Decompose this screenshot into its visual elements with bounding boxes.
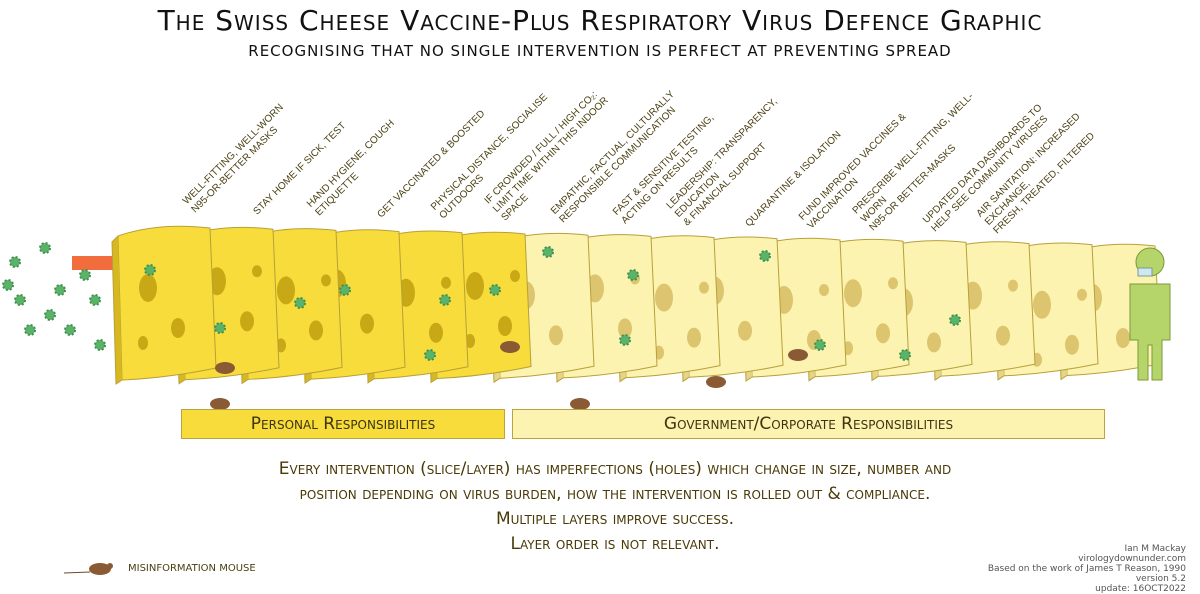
- cheese-hole: [277, 276, 295, 305]
- virus-particle-icon: [339, 284, 351, 296]
- cheese-slice: [117, 225, 217, 381]
- virus-particle-icon: [14, 294, 26, 306]
- cheese-hole: [699, 281, 709, 294]
- cheese-hole: [466, 272, 484, 300]
- misinformation-mouse-icon: [788, 349, 808, 361]
- cheese-hole: [996, 325, 1010, 346]
- cheese-hole: [240, 311, 254, 332]
- legend: Misinformation mouse: [62, 560, 256, 576]
- cheese-hole: [1077, 288, 1087, 301]
- virus-particle-icon: [24, 324, 36, 336]
- virus-particle-icon: [424, 349, 436, 361]
- caption-line: Layer order is not relevant.: [510, 534, 720, 554]
- cheese-hole: [429, 322, 443, 343]
- caption: Every intervention (slice/layer) has imp…: [150, 457, 1080, 557]
- virus-particle-icon: [144, 264, 156, 276]
- virus-particle-icon: [627, 269, 639, 281]
- cheese-hole: [655, 283, 673, 312]
- cheese-hole: [441, 276, 451, 289]
- mask-icon: [1137, 267, 1153, 277]
- cheese-hole: [888, 277, 898, 290]
- cheese-hole: [927, 332, 941, 353]
- credit-source: Based on the work of James T Reason, 199…: [987, 564, 1186, 574]
- cheese-hole: [138, 336, 148, 350]
- cheese-hole: [171, 318, 185, 338]
- cheese-hole: [876, 323, 890, 344]
- credit-website: virologydownunder.com: [1078, 554, 1186, 564]
- mouse-icon: [63, 563, 113, 575]
- cheese-hole: [498, 316, 512, 336]
- cheese-hole: [510, 270, 520, 282]
- cheese-hole: [618, 318, 632, 339]
- cheese-hole: [321, 274, 331, 287]
- virus-particle-icon: [439, 294, 451, 306]
- virus-particle-icon: [814, 339, 826, 351]
- cheese-hole: [1008, 279, 1018, 292]
- cheese-hole: [1065, 334, 1079, 355]
- cheese-hole: [309, 320, 323, 341]
- virus-particle-icon: [44, 309, 56, 321]
- cheese-hole: [360, 313, 374, 334]
- virus-particle-icon: [619, 334, 631, 346]
- virus-particle-icon: [214, 322, 226, 334]
- virus-particle-icon: [39, 242, 51, 254]
- misinformation-mouse-icon: [706, 376, 726, 388]
- virus-particle-icon: [54, 284, 66, 296]
- cheese-hole: [738, 320, 752, 341]
- credit-author: Ian M Mackay: [1124, 544, 1186, 554]
- misinformation-mouse-icon: [210, 398, 230, 410]
- legend-label: Misinformation mouse: [128, 562, 256, 574]
- credit-version: version 5.2: [1135, 574, 1186, 584]
- virus-particle-icon: [9, 256, 21, 268]
- person-body: [1129, 283, 1171, 381]
- cheese-hole: [1033, 290, 1051, 319]
- caption-line: Every intervention (slice/layer) has imp…: [278, 459, 952, 479]
- cheese-hole: [687, 327, 701, 348]
- cheese-hole: [844, 279, 862, 308]
- cheese-hole: [549, 325, 563, 346]
- caption-line: position depending on virus burden, how …: [299, 484, 931, 504]
- credit-update: update: 16OCT2022: [1095, 584, 1186, 594]
- misinformation-mouse-icon: [500, 341, 520, 353]
- virus-particle-icon: [79, 269, 91, 281]
- band-personal-responsibilities: Personal Responsibilities: [181, 409, 505, 439]
- virus-particle-icon: [294, 297, 306, 309]
- virus-particle-icon: [2, 279, 14, 291]
- virus-particle-icon: [89, 294, 101, 306]
- misinformation-mouse-icon: [570, 398, 590, 410]
- page-title: The Swiss Cheese Vaccine-Plus Respirator…: [157, 4, 1043, 37]
- virus-particle-icon: [542, 246, 554, 258]
- virus-particle-icon: [489, 284, 501, 296]
- credits: Ian M Mackay virologydownunder.com Based…: [988, 544, 1186, 594]
- virus-particle-icon: [64, 324, 76, 336]
- cheese-hole: [139, 274, 157, 302]
- band-government-responsibilities: Government/Corporate Responsibilities: [512, 409, 1105, 439]
- misinformation-mouse-icon: [215, 362, 235, 374]
- virus-particle-icon: [949, 314, 961, 326]
- cheese-hole: [252, 265, 262, 278]
- caption-line: Multiple layers improve success.: [495, 509, 735, 529]
- virus-particle-icon: [759, 250, 771, 262]
- cheese-hole: [1116, 328, 1130, 348]
- cheese-hole: [819, 284, 829, 296]
- virus-particle-icon: [94, 339, 106, 351]
- cheese-slice-edge: [111, 235, 123, 385]
- virus-particle-icon: [899, 349, 911, 361]
- page-subtitle: Recognising that no single intervention …: [248, 42, 952, 60]
